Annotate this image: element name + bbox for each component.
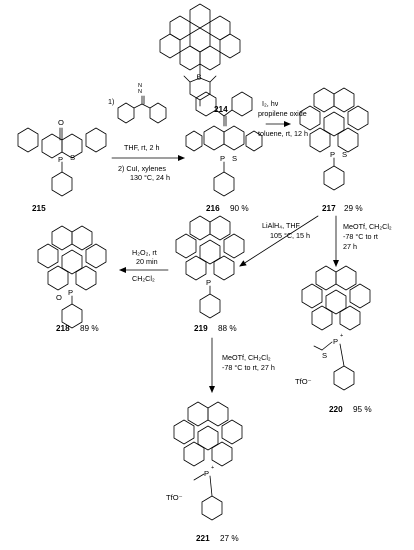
step6: MeOTf, CH₂Cl₂ -78 °C to rt, 27 h [209, 337, 275, 393]
compound-221-structure [173, 401, 243, 521]
compound-215-structure [17, 127, 107, 197]
step2-conditions-1: I₂, hν [262, 99, 279, 108]
step2-conditions-2: propilene oxide [258, 109, 307, 118]
compound-218-yield: 89 % [80, 324, 99, 333]
compound-221-label: 221 [196, 534, 210, 543]
compound-218-structure [37, 225, 107, 329]
compound-219-label: 219 [194, 324, 208, 333]
step1: 1) N N THF, rt, 2 h 2) CuI, xylenes 130 … [108, 83, 185, 182]
compound-216: P S 216 90 % [185, 91, 263, 213]
sulfur-atom-220: S [322, 351, 327, 360]
compound-214-structure [159, 3, 241, 107]
step6-conditions-2: -78 °C to rt, 27 h [222, 363, 275, 372]
compound-220-structure [301, 265, 371, 391]
sulfur-atom-216: S [232, 154, 237, 163]
step1-conditions-2: 2) CuI, xylenes [118, 164, 166, 173]
compound-220-label: 220 [329, 405, 343, 414]
step3-conditions-2: 105 °C, 15 h [270, 231, 310, 240]
step5-conditions-3: CH₂Cl₂ [132, 274, 155, 283]
step4: MeOTf, CH₂Cl₂ -78 °C to rt 27 h [333, 215, 392, 267]
step1-conditions-1: THF, rt, 2 h [124, 143, 160, 152]
compound-219: P 219 88 % [175, 215, 245, 333]
compound-217: P S 217 29 % [299, 87, 369, 213]
step3-arrow [239, 215, 319, 267]
compound-221-yield: 27 % [220, 534, 239, 543]
compound-220: P + S TfO⁻ 220 95 % [295, 265, 372, 414]
phosphorus-atom-218: P [68, 288, 73, 297]
step5-conditions-2: 20 min [136, 257, 158, 266]
sulfur-atom-215: S [70, 153, 75, 162]
compound-214: B 214 [159, 3, 241, 114]
compound-218-label: 218 [56, 324, 70, 333]
phosphorus-atom-215: P [58, 155, 63, 164]
step4-conditions-2: -78 °C to rt [343, 232, 378, 241]
oxygen-atom-215: O [58, 118, 64, 127]
compound-220-yield: 95 % [353, 405, 372, 414]
boron-atom-214: B [197, 73, 202, 82]
compound-217-structure [299, 87, 369, 191]
compound-219-structure [175, 215, 245, 319]
compound-219-yield: 88 % [218, 324, 237, 333]
compound-215: O P S 215 [17, 118, 107, 213]
step2: I₂, hν propilene oxide toluene, rt, 12 h [258, 99, 308, 138]
compound-217-yield: 29 % [344, 204, 363, 213]
compound-218: P O 218 89 % [37, 225, 107, 333]
triflate-220: TfO⁻ [295, 377, 312, 386]
nitrogen-atom-1: N [138, 89, 142, 95]
diazo-reagent-structure [117, 95, 167, 124]
compound-216-label: 216 [206, 204, 220, 213]
step2-conditions-3: toluene, rt, 12 h [258, 129, 308, 138]
nitrogen-atom-2: N [138, 83, 142, 89]
step6-conditions-1: MeOTf, CH₂Cl₂ [222, 353, 271, 362]
compound-216-yield: 90 % [230, 204, 249, 213]
phosphorus-atom-220: P [333, 337, 338, 346]
phosphorus-atom-217: P [330, 150, 335, 159]
compound-215-label: 215 [32, 204, 46, 213]
compound-221: P + TfO⁻ 221 27 % [166, 401, 243, 543]
step3-conditions-1: LiAlH₄, THF [262, 221, 301, 230]
compound-216-structure [185, 91, 263, 197]
compound-217-label: 217 [322, 204, 336, 213]
step5-conditions-1: H₂O₂, rt [132, 248, 157, 257]
compound-214-label: 214 [214, 105, 228, 114]
triflate-221: TfO⁻ [166, 493, 183, 502]
step1-reagent-number: 1) [108, 97, 114, 106]
plus-charge-221: + [211, 465, 214, 471]
phosphorus-atom-219: P [206, 278, 211, 287]
step3: LiAlH₄, THF 105 °C, 15 h [239, 215, 319, 267]
step4-conditions-1: MeOTf, CH₂Cl₂ [343, 222, 392, 231]
phosphorus-atom-216: P [220, 154, 225, 163]
oxygen-atom-218: O [56, 293, 62, 302]
plus-charge-220: + [340, 333, 343, 339]
step4-conditions-3: 27 h [343, 242, 357, 251]
step5: H₂O₂, rt 20 min CH₂Cl₂ [119, 248, 169, 283]
phosphorus-atom-221: P [204, 469, 209, 478]
step1-conditions-3: 130 °C, 24 h [130, 173, 170, 182]
sulfur-atom-217: S [342, 150, 347, 159]
